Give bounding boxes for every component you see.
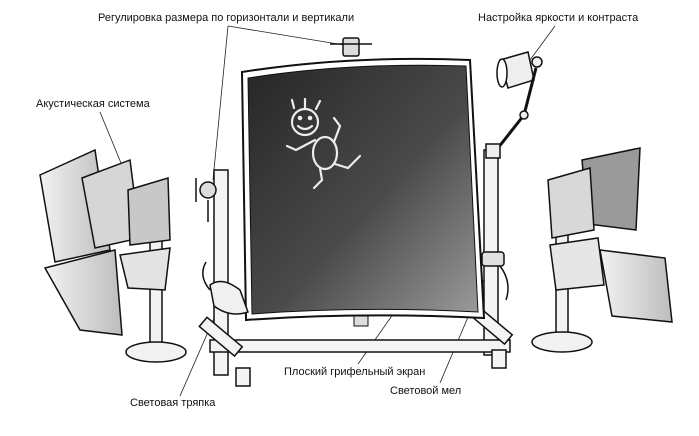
leader-resize-side: [212, 25, 229, 181]
label-slate-screen: Плоский грифельный экран: [284, 366, 426, 378]
base-bar: [209, 339, 511, 353]
left-foot-end: [235, 367, 251, 387]
leader-resize-top: [227, 25, 351, 47]
label-speaker-system: Акустическая система: [36, 98, 150, 110]
lamp: [485, 51, 543, 159]
label-brightness-contrast: Настройка яркости и контраста: [478, 12, 639, 24]
label-resize-adjustment: Регулировка размера по горизонтали и вер…: [98, 12, 355, 24]
resize-knobs: [195, 37, 372, 222]
label-light-chalk: Световой мел: [390, 385, 462, 397]
light-chalk: [481, 251, 509, 301]
leader-brightness: [529, 25, 556, 61]
right-speaker-system: [531, 147, 673, 353]
left-speaker-system: [39, 148, 187, 363]
chalk-stick-figure: [285, 97, 362, 190]
top-knob: [342, 37, 360, 57]
side-knob: [199, 181, 217, 199]
light-rag: [202, 261, 249, 315]
left-foot: [198, 316, 244, 358]
right-foot-end: [491, 349, 507, 369]
slate-screen: [240, 57, 486, 327]
left-post: [213, 169, 229, 376]
label-light-rag: Световая тряпка: [130, 397, 216, 409]
